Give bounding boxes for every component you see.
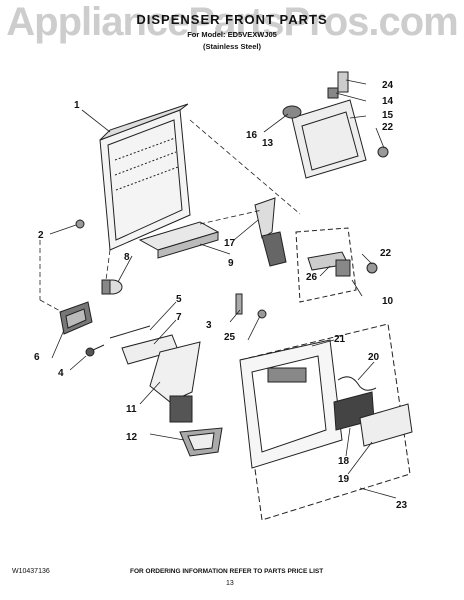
small-hardware-3-25 [235, 293, 267, 319]
callout-4: 4 [58, 368, 64, 379]
callout-26: 26 [306, 272, 318, 283]
callout-10: 10 [382, 296, 394, 307]
switch-assembly-outline [295, 227, 357, 303]
switch-part-26 [307, 251, 351, 277]
callout-22: 22 [380, 248, 392, 259]
callout-9: 9 [228, 258, 234, 269]
screw-part-2 [75, 219, 85, 229]
callout-8: 8 [124, 252, 130, 263]
callout-17: 17 [224, 238, 236, 249]
control-board-part [333, 391, 413, 447]
ice-actuator-part [149, 341, 201, 423]
page-number: 13 [226, 580, 234, 587]
water-paddle-part [254, 197, 287, 267]
subtitle: (Stainless Steel) [203, 42, 261, 51]
callout-20: 20 [368, 352, 380, 363]
model-line: For Model: ED5VEXWJ05 [187, 30, 277, 39]
callout-6: 6 [34, 352, 40, 363]
callout-24: 24 [382, 80, 394, 91]
front-panel-outline [239, 323, 411, 521]
callout-14: 14 [382, 96, 394, 107]
screw-part-22-upper [377, 146, 389, 158]
dispenser-housing-part [99, 103, 191, 251]
callout-13: 13 [262, 138, 274, 149]
callout-5: 5 [176, 294, 182, 305]
callout-15: 15 [382, 110, 394, 121]
dispenser-front-cover-part [239, 339, 343, 469]
callout-23: 23 [396, 500, 408, 511]
ice-chute-part [179, 427, 223, 457]
clip-part-24 [337, 71, 349, 93]
callout-22: 22 [382, 122, 394, 133]
screw-part-22-lower [366, 262, 378, 274]
doc-number: W10437136 [12, 568, 50, 575]
callout-21: 21 [334, 334, 346, 345]
callout-25: 25 [224, 332, 236, 343]
page-title: DISPENSER FRONT PARTS [136, 12, 328, 27]
callout-16: 16 [246, 130, 258, 141]
lamp-cover-part [59, 301, 93, 335]
callout-7: 7 [176, 312, 182, 323]
spring-part [109, 325, 151, 339]
upper-bracket-part [291, 99, 367, 179]
part-16 [282, 105, 302, 119]
callout-2: 2 [38, 230, 44, 241]
watermark: AppliancePartsPros.com [6, 0, 459, 44]
callout-18: 18 [338, 456, 350, 467]
callout-3: 3 [206, 320, 212, 331]
screw-part-4 [85, 344, 105, 357]
wire-harness-part-20 [337, 376, 377, 391]
callout-labels: 1234567891011121314151617181920212222232… [34, 80, 408, 511]
drip-tray-part [138, 221, 220, 259]
lever-part-14 [327, 87, 339, 99]
callout-11: 11 [126, 404, 137, 415]
callout-19: 19 [338, 474, 350, 485]
callout-1: 1 [74, 100, 80, 111]
lamp-socket-part [101, 279, 123, 295]
callout-12: 12 [126, 432, 138, 443]
ordering-note: FOR ORDERING INFORMATION REFER TO PARTS … [130, 568, 324, 575]
